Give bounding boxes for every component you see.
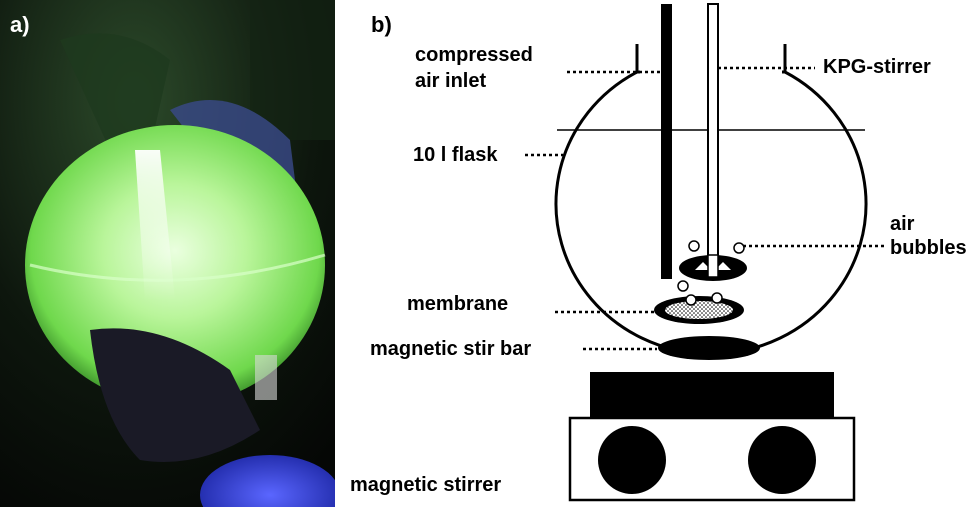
blue-glove xyxy=(200,455,340,512)
left-side-neck xyxy=(635,44,640,74)
air-bubble xyxy=(733,242,745,254)
panel-a-label: a) xyxy=(10,12,30,37)
label-air-bubbles-1: air xyxy=(890,213,915,235)
label-air-bubbles-2: bubbles xyxy=(890,237,967,259)
label-membrane: membrane xyxy=(407,293,509,315)
membrane-pattern xyxy=(665,301,733,319)
kpg-stirrer-shaft xyxy=(707,3,719,263)
liquid-surface xyxy=(29,253,326,282)
gloved-hand-bottom xyxy=(90,328,260,462)
air-bubble xyxy=(688,240,700,252)
right-side-neck xyxy=(782,44,787,74)
label-magnetic-stir-bar: magnetic stir bar xyxy=(370,338,532,360)
label-magnetic-stirrer: magnetic stirrer xyxy=(350,474,502,496)
schematic-drawing xyxy=(525,3,887,502)
stirrer-knob-right xyxy=(748,426,816,494)
air-bubble xyxy=(677,280,689,292)
air-bubble xyxy=(711,292,723,304)
flask-photograph: a) xyxy=(0,0,340,512)
label-flask: 10 l flask xyxy=(413,144,498,166)
light-beam xyxy=(135,150,175,300)
label-sticker xyxy=(255,355,277,400)
panel-b-label: b) xyxy=(371,12,392,37)
stirrer-knob-left xyxy=(598,426,666,494)
setup-schematic: b) compressed air inlet KPG-stirrer 10 l… xyxy=(345,0,977,507)
background-equipment xyxy=(250,0,335,140)
stirrer-blade-mark-right xyxy=(715,262,731,270)
air-bubble xyxy=(685,294,697,306)
red-display-text xyxy=(120,410,122,422)
label-compressed-air-inlet-1: compressed xyxy=(415,44,533,66)
flask-neck-glass xyxy=(60,33,170,151)
stir-bar xyxy=(658,336,760,360)
label-compressed-air-inlet-2: air inlet xyxy=(415,70,487,92)
stirrer-blade-mark-left xyxy=(695,262,711,270)
stirrer-top-plate xyxy=(590,372,834,418)
air-inlet-tube xyxy=(661,4,672,279)
label-kpg-stirrer: KPG-stirrer xyxy=(823,56,931,78)
stirrer-hub xyxy=(707,254,719,278)
flask-photo-illustration xyxy=(0,0,340,512)
